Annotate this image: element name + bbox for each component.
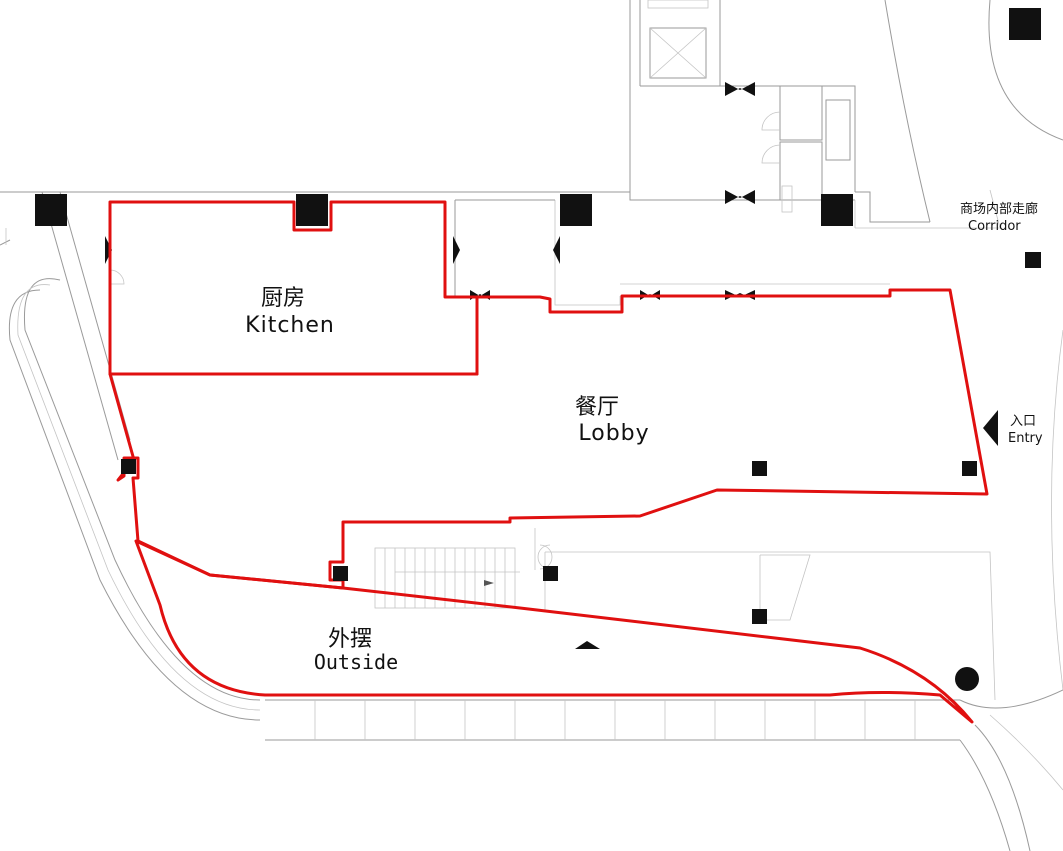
outside-name-zh: 外摆 bbox=[328, 627, 372, 652]
north-arrow-icon bbox=[575, 641, 600, 649]
zone-outlines bbox=[108, 200, 989, 724]
entry-arrow-icon bbox=[983, 410, 998, 446]
outside-zone bbox=[134, 539, 974, 724]
entry-name-en: Entry bbox=[1008, 431, 1043, 446]
kitchen-name-en: Kitchen bbox=[245, 313, 335, 338]
corridor-name-en: Corridor bbox=[968, 219, 1021, 234]
window-marks bbox=[105, 82, 755, 300]
stair-arrow-icon bbox=[484, 580, 494, 586]
corridor-label: 商场内部走廊 Corridor bbox=[960, 201, 1038, 234]
kitchen-label: 厨房 Kitchen bbox=[245, 286, 335, 338]
lobby-zone bbox=[108, 288, 989, 590]
outside-label: 外摆 Outside bbox=[314, 627, 398, 674]
entry-name-zh: 入口 bbox=[1010, 414, 1036, 429]
outside-name-en: Outside bbox=[314, 650, 398, 674]
lobby-name-en: Lobby bbox=[578, 421, 649, 446]
kitchen-name-zh: 厨房 bbox=[261, 286, 305, 311]
columns bbox=[35, 8, 1041, 691]
entry-label: 入口 Entry bbox=[983, 410, 1043, 446]
corridor-name-zh: 商场内部走廊 bbox=[960, 201, 1038, 217]
lobby-name-zh: 餐厅 bbox=[575, 395, 619, 420]
lobby-label: 餐厅 Lobby bbox=[575, 395, 649, 446]
